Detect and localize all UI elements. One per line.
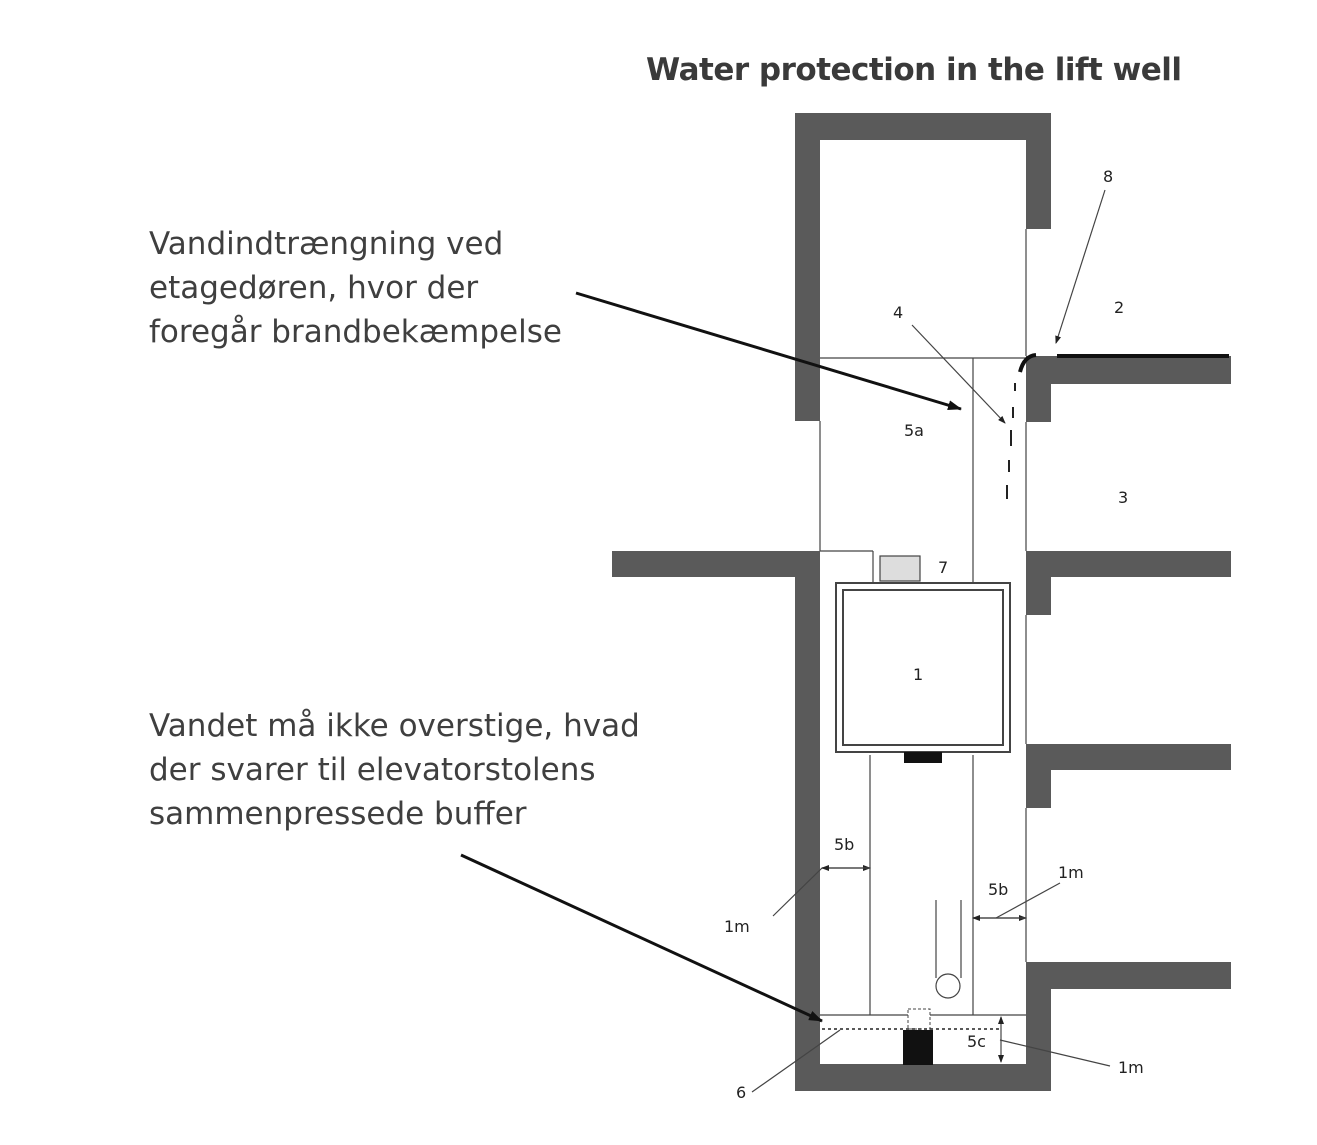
note-water-ingress: Vandindtrængning ved etagedøren, hvor de…: [149, 222, 562, 354]
pit-buffer: [903, 1030, 933, 1065]
buffer-head: [907, 1008, 931, 1030]
label-threshold: 8: [1103, 167, 1113, 186]
note-line: foregår brandbekæmpelse: [149, 314, 562, 350]
right-slab-lower: [1026, 744, 1231, 770]
label-car: 1: [913, 665, 923, 684]
arrow-water-ingress: [575, 291, 962, 411]
right-slab-bottom: [1026, 962, 1231, 989]
right-wall-stub-upper: [1026, 356, 1051, 422]
label-water-level: 6: [736, 1083, 746, 1102]
label-zone-5b-left: 5b: [834, 835, 854, 854]
arrow-water-limit: [460, 853, 823, 1023]
note-line: sammenpressede buffer: [149, 796, 527, 832]
note-line: Vandindtrængning ved: [149, 226, 504, 262]
car-top-unit: [879, 555, 921, 582]
water-drips: [1006, 383, 1016, 499]
left-floor-slab: [612, 551, 820, 577]
car-buffer-striker: [904, 752, 942, 763]
note-water-limit: Vandet må ikke overstige, hvad der svare…: [149, 704, 640, 836]
shaft-walls: [612, 113, 1231, 1091]
lift-car-inner: [842, 589, 1004, 746]
label-zone-5b-right: 5b: [988, 880, 1008, 899]
right-wall-top: [1026, 113, 1051, 229]
shaft-roof: [795, 113, 1051, 140]
pit-floor: [795, 1064, 1051, 1091]
leader-lines: [751, 189, 1111, 1093]
note-line: Vandet må ikke overstige, hvad: [149, 708, 640, 744]
label-zone-5c: 5c: [967, 1032, 986, 1051]
right-wall-stub-lower: [1026, 744, 1051, 808]
diagram-title: Water protection in the lift well: [646, 52, 1182, 88]
left-wall-lower: [795, 551, 820, 1091]
note-line: der svarer til elevatorstolens: [149, 752, 596, 788]
label-landing-lower: 3: [1118, 488, 1128, 507]
label-door: 4: [893, 303, 903, 322]
label-landing-upper: 2: [1114, 298, 1124, 317]
right-slab-middle: [1026, 551, 1231, 577]
label-dim-1m-bottom: 1m: [1118, 1058, 1144, 1077]
note-line: etagedøren, hvor der: [149, 270, 479, 306]
left-wall-upper: [795, 113, 820, 421]
right-wall-stub-middle: [1026, 551, 1051, 615]
label-zone-5a: 5a: [904, 421, 924, 440]
label-dim-1m-left: 1m: [724, 917, 750, 936]
right-slab-upper: [1026, 356, 1231, 384]
label-car-top-unit: 7: [938, 558, 948, 577]
label-dim-1m-right: 1m: [1058, 863, 1084, 882]
threshold-curb: [1018, 353, 1037, 373]
